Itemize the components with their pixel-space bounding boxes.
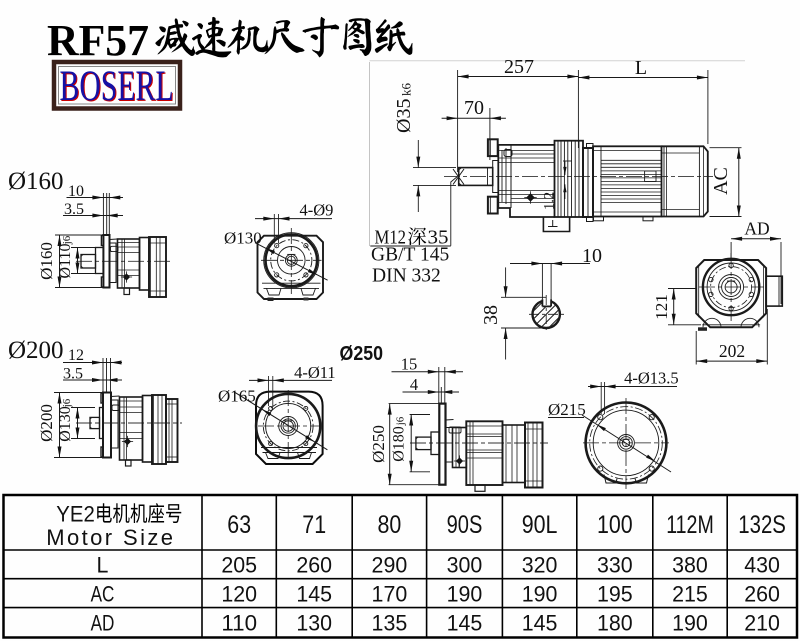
svg-text:100: 100 [597, 511, 633, 539]
svg-text:300: 300 [447, 553, 483, 578]
svg-text:AD: AD [744, 219, 769, 239]
svg-text:63: 63 [227, 511, 251, 539]
svg-text:Ø130: Ø130 [57, 406, 74, 442]
svg-text:RF57: RF57 [47, 16, 149, 65]
svg-text:35: 35 [428, 228, 449, 249]
svg-text:1.2: 1.2 [542, 192, 558, 210]
svg-text:Ø200: Ø200 [8, 337, 64, 364]
svg-text:112M: 112M [666, 511, 714, 539]
svg-text:121: 121 [652, 294, 671, 320]
svg-text:k6: k6 [399, 83, 414, 97]
svg-text:Ø165: Ø165 [218, 387, 256, 406]
svg-text:Ø200: Ø200 [37, 404, 56, 442]
svg-text:210: 210 [744, 611, 780, 636]
svg-text:330: 330 [597, 553, 633, 578]
svg-text:90L: 90L [522, 511, 558, 539]
svg-text:260: 260 [744, 582, 780, 607]
svg-text:10: 10 [582, 245, 602, 267]
svg-text:135: 135 [372, 611, 408, 636]
svg-text:10: 10 [68, 183, 84, 200]
svg-text:110: 110 [221, 611, 257, 636]
svg-text:215: 215 [672, 582, 708, 607]
svg-text:Ø35: Ø35 [393, 99, 415, 133]
svg-text:Ø160: Ø160 [8, 168, 64, 195]
svg-text:12: 12 [68, 347, 84, 364]
svg-text:190: 190 [672, 611, 708, 636]
svg-text:130: 130 [296, 611, 332, 636]
svg-text:290: 290 [372, 553, 408, 578]
svg-text:AC: AC [710, 167, 732, 195]
svg-text:4: 4 [410, 375, 418, 394]
svg-text:Ø250: Ø250 [340, 342, 384, 365]
svg-text:Motor Size: Motor Size [46, 525, 175, 550]
svg-text:320: 320 [522, 553, 558, 578]
svg-text:190: 190 [522, 582, 558, 607]
svg-text:GB/T 145: GB/T 145 [371, 245, 449, 266]
svg-text:132S: 132S [738, 511, 786, 539]
svg-text:4-Ø13.5: 4-Ø13.5 [624, 369, 679, 388]
svg-text:j6: j6 [395, 416, 407, 426]
svg-text:3.5: 3.5 [63, 366, 83, 383]
svg-text:190: 190 [447, 582, 483, 607]
svg-text:Ø130: Ø130 [224, 229, 262, 248]
svg-text:4-Ø11: 4-Ø11 [294, 363, 336, 382]
svg-text:71: 71 [302, 511, 326, 539]
svg-text:180: 180 [597, 611, 633, 636]
svg-text:38: 38 [480, 305, 502, 325]
svg-text:145: 145 [296, 582, 332, 607]
svg-text:80: 80 [378, 511, 402, 539]
svg-text:BOSERL: BOSERL [61, 64, 175, 111]
svg-text:145: 145 [447, 611, 483, 636]
svg-text:Ø180: Ø180 [391, 426, 408, 462]
svg-text:15: 15 [401, 355, 418, 374]
svg-text:430: 430 [744, 553, 780, 578]
svg-text:DIN 332: DIN 332 [372, 266, 441, 287]
svg-text:Ø110: Ø110 [57, 244, 74, 279]
svg-text:AC: AC [91, 582, 115, 607]
svg-text:70: 70 [464, 97, 484, 119]
svg-text:Ø250: Ø250 [369, 425, 388, 463]
svg-text:145: 145 [522, 611, 558, 636]
svg-text:4-Ø9: 4-Ø9 [300, 201, 334, 220]
svg-text:202: 202 [719, 341, 745, 361]
svg-text:3.5: 3.5 [64, 201, 84, 218]
svg-text:170: 170 [372, 582, 408, 607]
svg-text:M12: M12 [375, 228, 407, 249]
svg-text:L: L [97, 553, 109, 578]
svg-text:380: 380 [672, 553, 708, 578]
svg-text:Ø215: Ø215 [548, 400, 586, 419]
svg-text:YE2: YE2 [56, 501, 95, 526]
svg-text:Ø160: Ø160 [37, 242, 56, 280]
svg-text:90S: 90S [447, 511, 483, 539]
svg-text:j6: j6 [61, 398, 73, 408]
svg-text:260: 260 [296, 553, 332, 578]
svg-text:205: 205 [221, 553, 257, 578]
svg-text:120: 120 [221, 582, 257, 607]
svg-text:195: 195 [597, 582, 633, 607]
svg-text:AD: AD [91, 611, 115, 636]
svg-text:BOSERL: BOSERL [60, 63, 174, 110]
svg-text:257: 257 [504, 56, 534, 78]
svg-text:L: L [635, 57, 647, 79]
svg-text:j6: j6 [61, 235, 73, 245]
